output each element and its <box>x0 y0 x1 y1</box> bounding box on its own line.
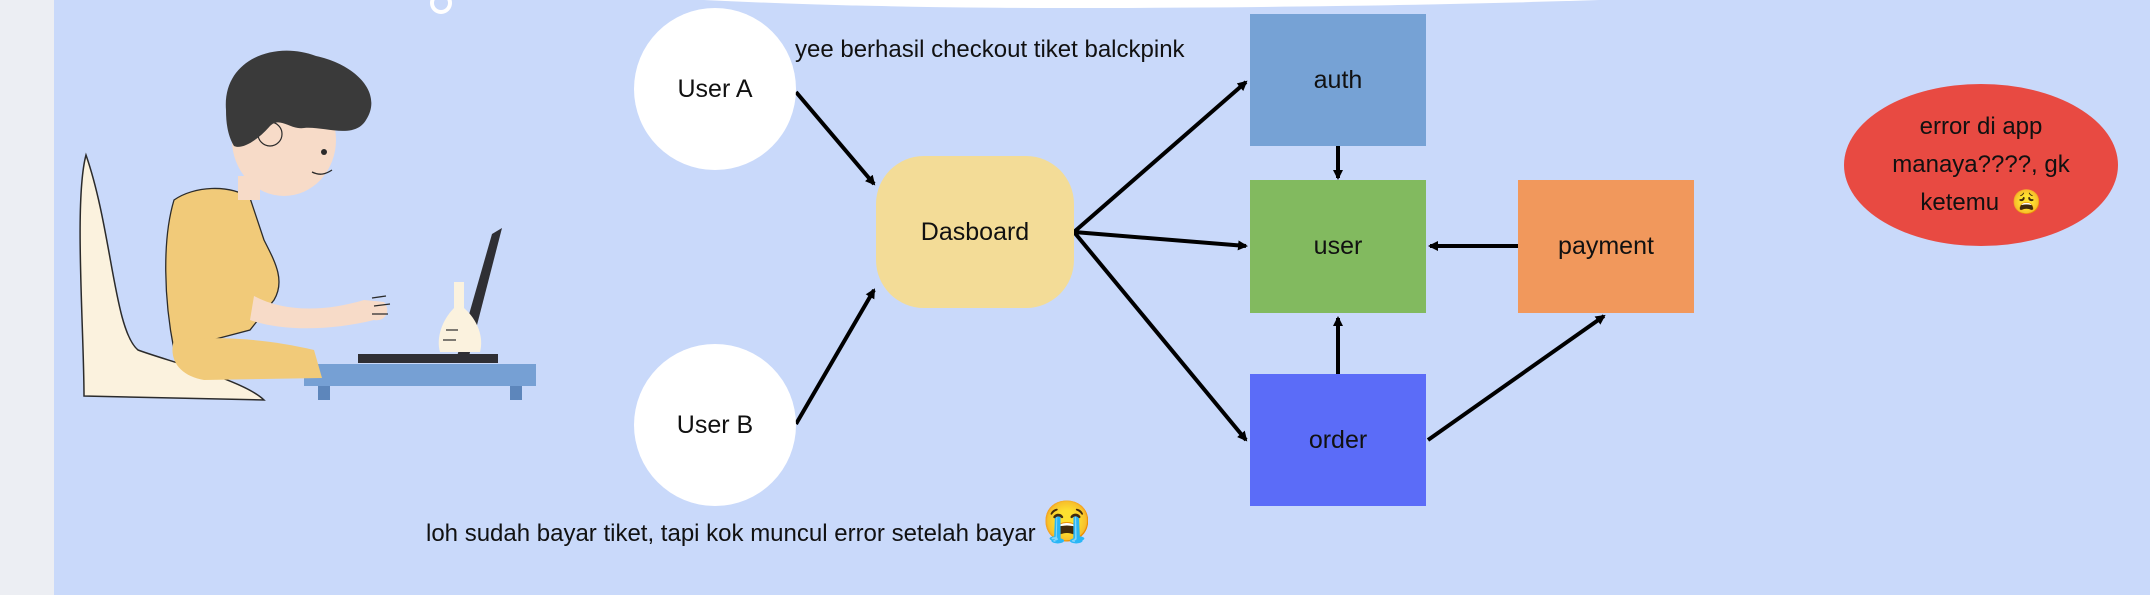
error-bubble-content: error di app manaya????, gk ketemu 😩 <box>1874 108 2088 222</box>
legs-shape <box>172 338 322 380</box>
node-dashboard-label: Dasboard <box>920 217 1030 246</box>
person-at-laptop-illustration <box>79 50 536 401</box>
table-leg-left <box>318 386 330 400</box>
edge-dashboard-auth <box>1072 80 1248 234</box>
decorative-wave <box>414 0 2034 8</box>
node-payment[interactable]: payment <box>1518 180 1694 313</box>
node-order-label: order <box>1308 425 1368 454</box>
arm-shape <box>250 296 388 329</box>
shirt-shape <box>165 187 280 351</box>
node-auth-label: auth <box>1313 65 1363 94</box>
node-user-a[interactable]: User A <box>634 8 796 170</box>
node-user-b[interactable]: User B <box>634 344 796 506</box>
node-payment-label: payment <box>1558 232 1654 260</box>
table-leg-right <box>510 386 522 400</box>
node-user-a-label: User A <box>677 74 753 103</box>
bottle-shape <box>438 282 482 352</box>
node-dashboard[interactable]: Dasboard <box>876 156 1074 308</box>
user-b-note: loh sudah bayar tiket, tapi kok muncul e… <box>426 520 1036 547</box>
edge-dashboard-order <box>1072 230 1248 442</box>
error-bubble[interactable]: error di app manaya????, gk ketemu 😩 <box>1844 84 2118 246</box>
hair-shape <box>225 50 372 147</box>
user-a-note: yee berhasil checkout tiket balckpink <box>795 36 1185 63</box>
canvas-board: User A User B Dasboard auth user order p… <box>54 0 2150 595</box>
node-user-label: user <box>1313 232 1363 260</box>
error-bubble-text: error di app manaya????, gk ketemu <box>1892 113 2070 216</box>
edge-order-payment <box>1426 314 1606 442</box>
edge-dashboard-user <box>1073 230 1248 251</box>
node-auth[interactable]: auth <box>1250 14 1426 146</box>
edge-userb-dashboard <box>794 288 876 426</box>
node-order[interactable]: order <box>1250 374 1426 506</box>
laptop-base <box>358 354 498 363</box>
node-user-b-label: User B <box>676 410 754 439</box>
decorative-ring <box>430 0 452 14</box>
node-user[interactable]: user <box>1250 180 1426 313</box>
edge-usera-dashboard <box>794 90 876 186</box>
table-top <box>304 364 536 386</box>
diagram-arrows <box>794 80 1606 442</box>
weary-face-icon: 😩 <box>2011 189 2042 216</box>
crying-face-icon: 😭 <box>1042 500 1092 544</box>
